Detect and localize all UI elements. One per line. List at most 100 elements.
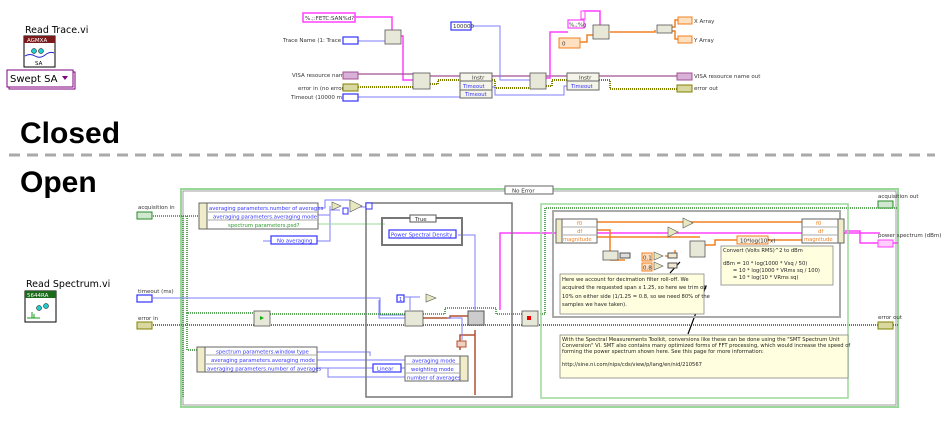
inner-error-case[interactable]: [540, 203, 849, 399]
svg-text:With the Spectral Measurements: With the Spectral Measurements Toolkit, …: [562, 337, 840, 343]
svg-text:Timeout: Timeout: [464, 92, 487, 98]
svg-text:acquisition out: acquisition out: [878, 194, 919, 200]
svg-text:Y Array: Y Array: [693, 38, 715, 44]
read-trace-vi-label: Read Trace.vi: [25, 25, 88, 36]
svg-text:VISA resource name out: VISA resource name out: [694, 74, 761, 80]
unbundle-top[interactable]: averaging parameters.number of averages …: [198, 202, 324, 230]
svg-text:df: df: [577, 229, 582, 235]
svg-text:error out: error out: [694, 86, 719, 92]
bundle-averaging[interactable]: averaging mode weighting mode number of …: [404, 355, 469, 382]
multiply-icon: [425, 293, 437, 303]
comment-smt: With the Spectral Measurements Toolkit, …: [559, 334, 850, 379]
svg-text:f0: f0: [816, 221, 822, 227]
array-subset-node[interactable]: [689, 240, 706, 258]
read-spectrum-vi-icon[interactable]: 5644RA: [24, 290, 57, 323]
svg-text:0.8: 0.8: [643, 266, 652, 272]
property-node-1[interactable]: Instr Timeout Timeout: [459, 72, 493, 99]
add-icon: [682, 217, 694, 229]
trace-name-terminal[interactable]: [342, 36, 359, 45]
scan-format-const[interactable]: [567, 19, 585, 29]
one-const-inner[interactable]: [396, 294, 405, 303]
fft-power-spectrum-node[interactable]: [467, 310, 485, 326]
timeout-terminal-open[interactable]: [136, 294, 153, 303]
svg-text:power spectrum (dBm): power spectrum (dBm): [878, 233, 941, 239]
fetch-node[interactable]: [404, 310, 424, 327]
svg-text:magnitude: magnitude: [804, 237, 833, 243]
inner-case-structure[interactable]: [365, 202, 513, 398]
svg-text:Instr: Instr: [472, 76, 485, 82]
spreadsheet-string-to-array-node[interactable]: [592, 24, 610, 40]
svg-text:Instr: Instr: [579, 76, 592, 82]
no-averaging-enum[interactable]: No averaging: [270, 235, 318, 245]
svg-text:weighting mode: weighting mode: [411, 367, 454, 373]
acquisition-out-terminal[interactable]: [877, 200, 894, 209]
svg-text:http://sine.ni.com/nips/cds/vi: http://sine.ni.com/nips/cds/view/p/lang/…: [562, 362, 702, 368]
svg-text:averaging parameters.averaging: averaging parameters.averaging mode: [213, 215, 317, 221]
svg-text:number of averages: number of averages: [407, 376, 461, 382]
timeout-const[interactable]: [450, 21, 472, 31]
svg-text:VISA resource name: VISA resource name: [292, 73, 348, 79]
to-double-node[interactable]: [619, 252, 631, 259]
visa-out-terminal[interactable]: [676, 72, 693, 81]
const-0-8[interactable]: [641, 262, 653, 272]
svg-text:Trace Name (1: Trace 1): Trace Name (1: Trace 1): [282, 38, 349, 44]
error-in-terminal-open[interactable]: [136, 321, 153, 330]
error-in-terminal[interactable]: [342, 83, 359, 92]
svg-text:Swept SA: Swept SA: [10, 74, 58, 85]
error-out-terminal-open[interactable]: [877, 321, 894, 330]
psd-case[interactable]: True Power Spectral Density: [381, 214, 463, 246]
svg-text:= 10 * log(10 * VRms sq): = 10 * log(10 * VRms sq): [723, 275, 798, 281]
property-node-2[interactable]: Instr Timeout: [566, 72, 600, 91]
svg-text:Conversion" VI. SMT also conta: Conversion" VI. SMT also contains many o…: [562, 343, 850, 349]
visa-read-node[interactable]: [529, 72, 547, 90]
open-heading: Open: [20, 166, 97, 199]
svg-text:magnitude: magnitude: [563, 237, 592, 243]
read-spectrum-vi-label: Read Spectrum.vi: [26, 279, 110, 290]
error-out-terminal[interactable]: [676, 84, 693, 93]
svg-text:timeout (ms): timeout (ms): [138, 289, 174, 295]
read-trace-vi-icon[interactable]: AGMXA SA: [23, 35, 56, 68]
y-array-terminal[interactable]: [677, 35, 693, 44]
comment-convert: Convert (Volts RMS)^2 to dBm dBm = 10 * …: [720, 245, 834, 286]
power-spectrum-terminal[interactable]: [877, 239, 894, 248]
zero-array-const[interactable]: [558, 37, 581, 49]
array-size-node[interactable]: [602, 250, 619, 261]
not-equal-icon: [331, 201, 342, 211]
svg-text:f0: f0: [577, 221, 583, 227]
format-into-string-node[interactable]: [384, 29, 402, 45]
comment-decimation: Here we account for decimation filter ro…: [559, 273, 710, 315]
and-gate-icon: [349, 199, 363, 213]
timeout-terminal[interactable]: [342, 93, 359, 102]
window-const[interactable]: [456, 340, 467, 348]
fetch-command-string-const[interactable]: [302, 12, 356, 23]
svg-text:spectrum parameters.window typ: spectrum parameters.window type: [216, 350, 309, 356]
svg-text:acquired the requested span x: acquired the requested span x 1.25, so h…: [562, 285, 707, 291]
svg-text:AGMXA: AGMXA: [27, 38, 47, 44]
index-array-node[interactable]: [656, 24, 673, 34]
linear-enum[interactable]: Linear: [372, 363, 402, 373]
svg-text:Power Spectral Density: Power Spectral Density: [391, 233, 452, 239]
svg-text:1: 1: [399, 297, 402, 303]
bundle-waveform[interactable]: f0 df magnitude: [801, 218, 845, 244]
one-const[interactable]: [342, 207, 349, 215]
svg-text:100000: 100000: [453, 24, 474, 30]
to-i32-node-2: [667, 262, 678, 269]
svg-text:averaging parameters.number of: averaging parameters.number of averages: [209, 206, 324, 212]
unbundle-waveform[interactable]: f0 df magnitude: [555, 218, 598, 244]
empty-string-const[interactable]: [580, 10, 586, 20]
x-array-terminal[interactable]: [677, 16, 693, 25]
svg-text:error in: error in: [138, 316, 159, 322]
visa-resource-terminal[interactable]: [342, 71, 359, 80]
acquisition-in-terminal[interactable]: [136, 211, 153, 220]
visa-write-node[interactable]: [412, 72, 431, 90]
unbundle-bottom[interactable]: spectrum parameters.window type averagin…: [196, 346, 322, 373]
const-0-1[interactable]: [641, 252, 653, 262]
svg-text:0: 0: [562, 42, 566, 48]
formula-node[interactable]: 10*log(10*x): [736, 235, 775, 245]
stop-icon: [527, 316, 531, 320]
multiply-scale-icons: [653, 251, 664, 271]
to-i32-node-1: [667, 252, 678, 259]
case-selector[interactable]: No Error: [504, 185, 554, 195]
svg-text:%.;:FETC:SAN%d?: %.;:FETC:SAN%d?: [305, 16, 354, 22]
swept-sa-selector[interactable]: Swept SA: [6, 69, 76, 90]
